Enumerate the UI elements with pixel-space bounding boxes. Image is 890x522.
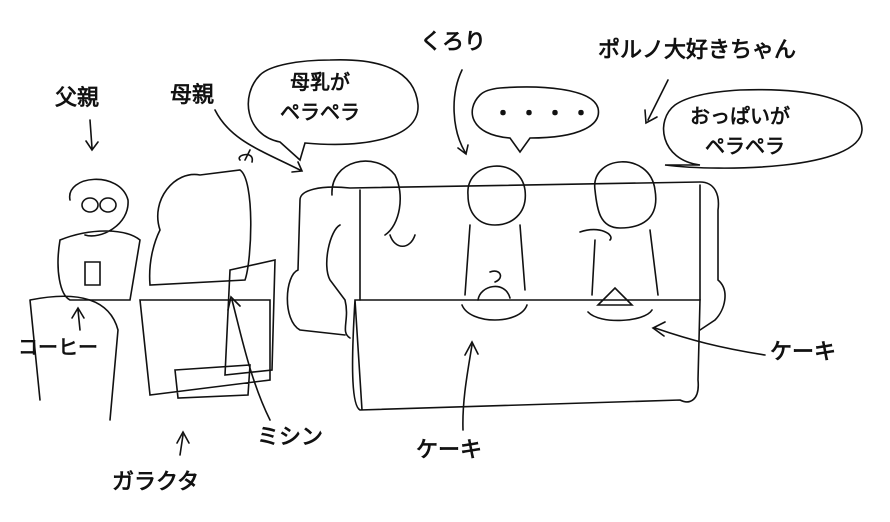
cake-plate-right — [587, 286, 653, 322]
porno-figure — [579, 161, 659, 296]
arrow-coffee — [71, 306, 85, 331]
mother-figure — [326, 160, 416, 339]
arrow-father — [85, 119, 99, 152]
coffee-table-left — [29, 295, 119, 421]
speech-bubble-kurori — [471, 86, 600, 154]
label-junk: ガラクタ — [112, 470, 200, 495]
label-coffee: コーヒー — [18, 335, 98, 359]
arrow-mother — [214, 109, 304, 173]
father-glasses-left — [81, 197, 99, 213]
bubble-porno-line2: ペラペラ — [705, 134, 785, 158]
label-mother: 母親 — [170, 83, 215, 108]
arrow-kurori — [453, 69, 469, 156]
arrow-porno — [644, 79, 669, 125]
bubble-mother-line1: 母乳が — [290, 70, 350, 94]
label-porno-chan: ポルノ大好きちゃん — [598, 38, 797, 63]
sofa — [286, 181, 726, 336]
cake-plate-center — [461, 270, 528, 321]
father-glasses-right — [99, 197, 117, 213]
speech-bubble-porno — [662, 88, 863, 169]
junk-pile — [139, 149, 271, 399]
label-kurori: くろり — [420, 30, 487, 55]
arrow-cake-right — [651, 321, 766, 356]
arrow-junk — [176, 430, 190, 456]
label-father: 父親 — [55, 86, 100, 111]
bubble-kurori-text: ・・・・ — [492, 102, 597, 127]
label-sewing-machine: ミシン — [257, 425, 324, 450]
table — [351, 299, 701, 411]
kurori-figure — [464, 165, 526, 296]
arrow-sewing — [227, 295, 271, 421]
father-figure — [57, 178, 141, 301]
label-cake-center: ケーキ — [416, 438, 483, 463]
label-cake-right: ケーキ — [770, 340, 837, 365]
arrow-cake-center — [462, 340, 479, 431]
sewing-machine — [224, 258, 276, 376]
bubble-porno-line1: おっぱいが — [690, 104, 790, 128]
speech-bubble-mother — [247, 58, 419, 162]
bubble-mother-line2: ペラペラ — [280, 100, 360, 124]
